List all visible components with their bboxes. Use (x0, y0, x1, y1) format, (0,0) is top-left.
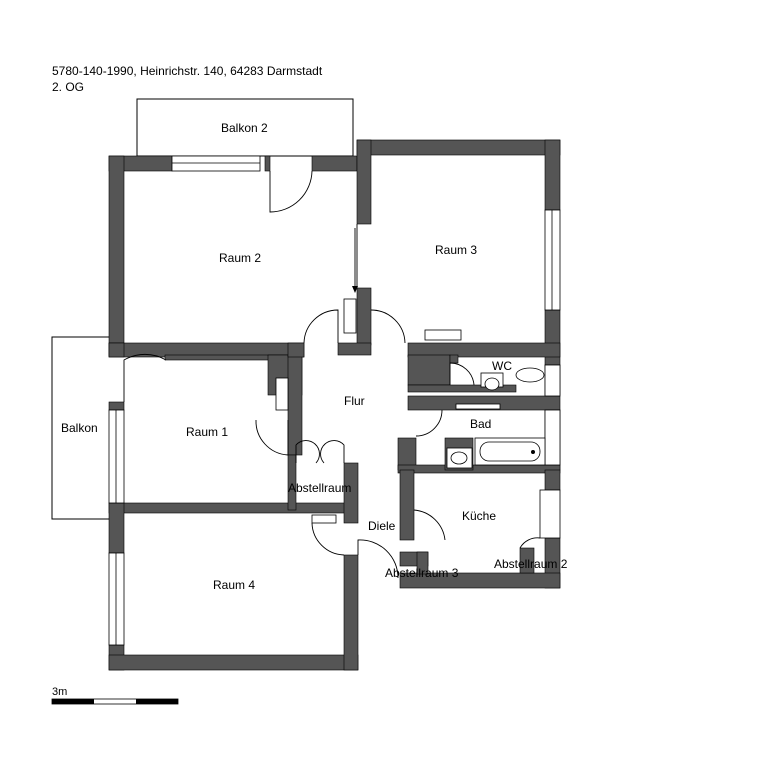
label-abstellraum3: Abstellraum 3 (385, 566, 459, 580)
fixtures (275, 298, 546, 524)
radiator-raum1 (275, 377, 289, 411)
plan-address: 5780-140-1990, Heinrichstr. 140, 64283 D… (52, 64, 323, 78)
label-wc: WC (492, 359, 512, 373)
radiator-flur (343, 298, 357, 334)
bathtub-inner (479, 441, 541, 462)
label-raum3: Raum 3 (435, 243, 477, 257)
radiator-raum3 (424, 329, 462, 341)
label-raum4: Raum 4 (213, 578, 255, 592)
windows (108, 155, 561, 646)
toilet (515, 367, 545, 383)
label-flur: Flur (344, 394, 365, 408)
scale-bar (51, 698, 179, 705)
label-bad: Bad (470, 417, 491, 431)
label-raum2: Raum 2 (219, 251, 261, 265)
scale-label: 3m (52, 686, 68, 698)
balkon-outline (51, 336, 109, 520)
radiator-bad (455, 403, 501, 410)
door-swings (123, 170, 541, 579)
label-abstellraum: Abstellraum (288, 481, 351, 495)
radiator-diele (311, 514, 337, 524)
label-diele: Diele (368, 519, 396, 533)
label-kueche: Küche (462, 509, 496, 523)
walls (108, 139, 561, 671)
label-abstellraum2: Abstellraum 2 (494, 557, 568, 571)
plan-floor: 2. OG (52, 80, 85, 94)
label-balkon: Balkon (61, 421, 98, 435)
label-balkon2: Balkon 2 (221, 121, 268, 135)
label-raum1: Raum 1 (186, 425, 228, 439)
